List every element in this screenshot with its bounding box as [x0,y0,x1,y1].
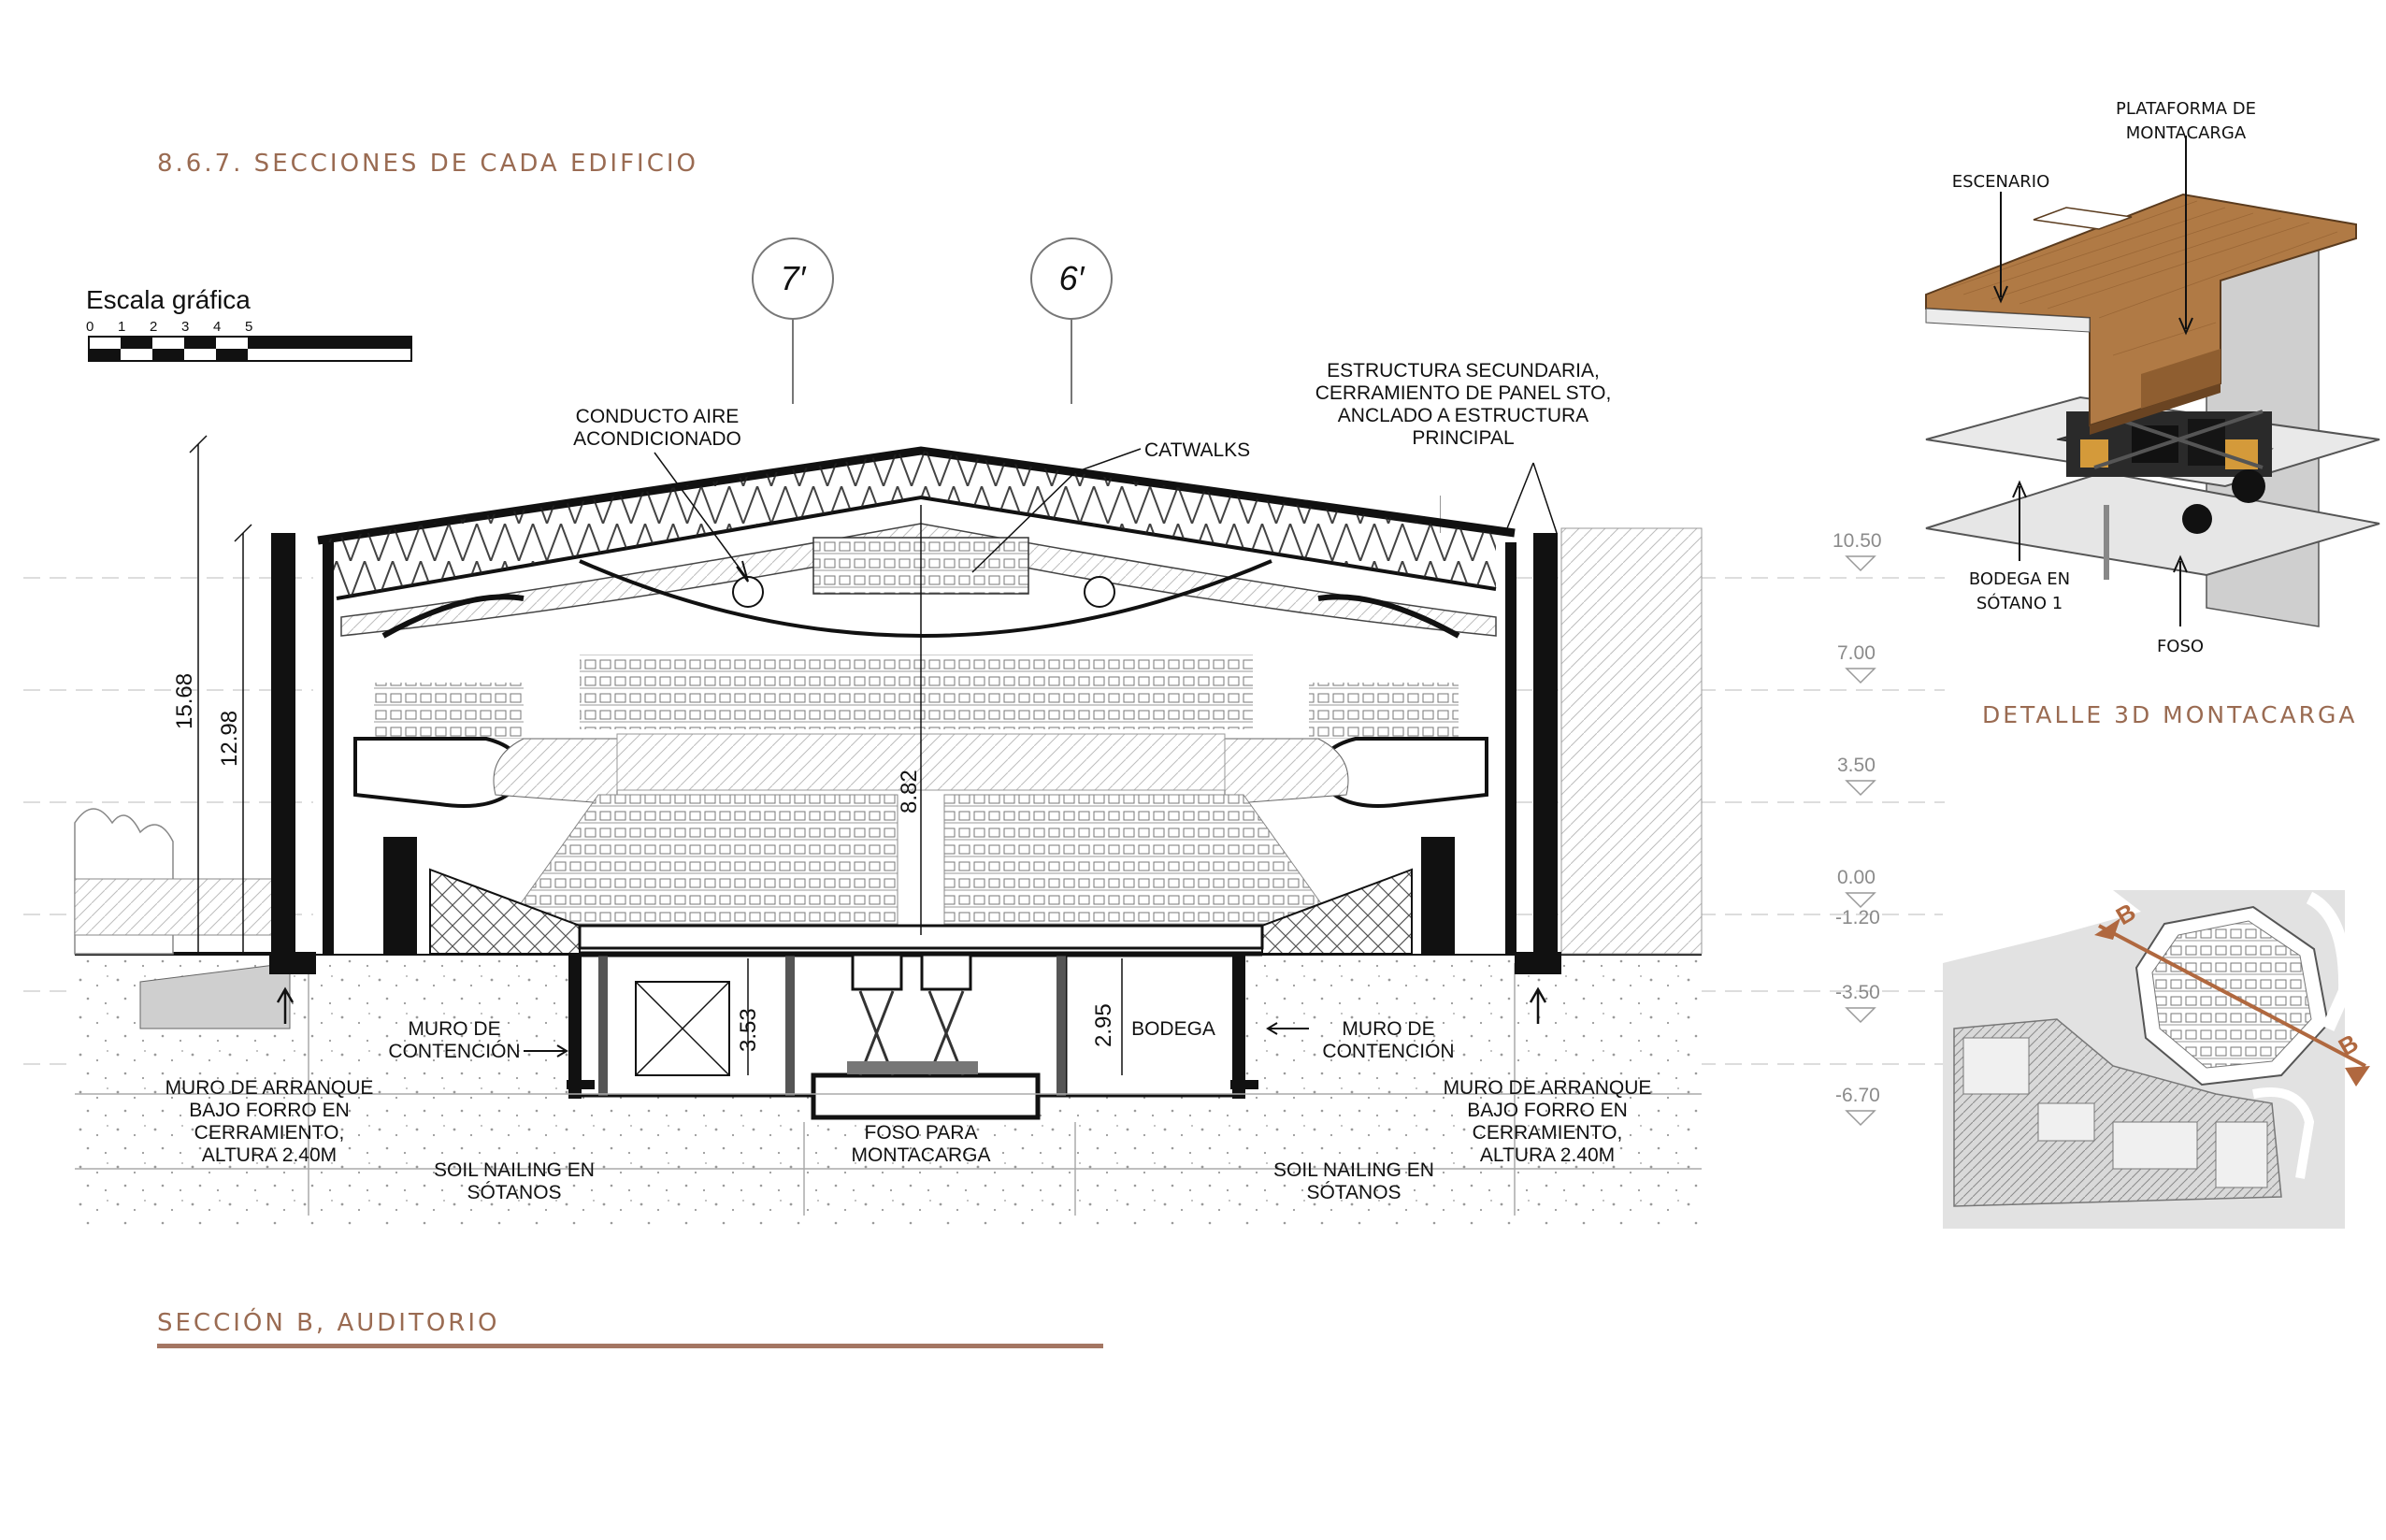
axis-label-7: 7′ [781,259,807,297]
section-caption: SECCIÓN B, AUDITORIO [157,1309,500,1337]
label-estructura-1: ESTRUCTURA SECUNDARIA, [1327,360,1600,381]
detail-label-foso: FOSO [2157,637,2204,656]
label-foso-1: FOSO PARA [865,1122,978,1144]
label-foso-2: MONTACARGA [852,1144,991,1166]
scale-tick-4: 4 [213,319,221,335]
section-labels: CONDUCTO AIRE ACONDICIONADO CATWALKS EST… [165,360,1652,1203]
page-title: 8.6.7. SECCIONES DE CADA EDIFICIO [157,150,698,178]
scale-tick-1: 1 [118,319,125,335]
scale-tick-3: 3 [181,319,189,335]
detail-label-escenario: ESCENARIO [1952,172,2050,192]
label-soil-right-1: SOIL NAILING EN [1273,1159,1434,1181]
level-minus-3-50: -3.50 [1835,982,1880,1003]
label-muro-right-2: CONTENCIÓN [1322,1041,1454,1062]
label-arranque-right-4: ALTURA 2.40M [1480,1144,1615,1166]
label-arranque-right-1: MURO DE ARRANQUE [1444,1077,1652,1099]
label-muro-left-1: MURO DE [408,1018,500,1040]
dim-total-height: 15.68 [172,673,197,729]
level-10-50: 10.50 [1833,530,1882,552]
label-soil-left-2: SÓTANOS [467,1182,561,1203]
level-minus-6-70: -6.70 [1835,1085,1880,1106]
graphic-scale: Escala gráfica 0 1 2 3 4 5 [86,285,412,362]
label-arranque-right-3: CERRAMIENTO, [1473,1122,1623,1144]
label-soil-right-2: SÓTANOS [1306,1182,1401,1203]
level-markers: 10.50 7.00 3.50 0.00 -1.20 -3.50 -6.70 [1833,530,1882,1127]
dim-interior-height: 8.82 [897,770,922,813]
dim-bodega: 2.95 [1091,1003,1116,1047]
dim-pit: 3.53 [736,1008,761,1052]
detail-label-plataforma-2: MONTACARGA [2126,123,2247,143]
scale-title: Escala gráfica [86,285,251,314]
grid-axis-7: 7′ [752,237,834,404]
label-conducto-1: CONDUCTO AIRE [576,406,740,427]
label-estructura-3: ANCLADO A ESTRUCTURA [1338,405,1588,426]
label-bodega: BODEGA [1131,1018,1215,1040]
caption-underline [157,1344,1103,1348]
grid-axis-6: 6′ [1030,237,1113,404]
label-arranque-left-2: BAJO FORRO EN [189,1100,350,1121]
label-arranque-left-3: CERRAMIENTO, [194,1122,345,1144]
level-0-00: 0.00 [1837,867,1876,888]
label-conducto-2: ACONDICIONADO [573,428,741,450]
level-7-00: 7.00 [1837,642,1876,664]
label-catwalks: CATWALKS [1144,439,1250,461]
label-arranque-left-4: ALTURA 2.40M [202,1144,337,1166]
detail-label-plataforma-1: PLATAFORMA DE [2116,99,2256,119]
dim-height-2: 12.98 [217,711,242,767]
level-3-50: 3.50 [1837,755,1876,776]
lift-mechanism [847,952,978,1076]
scale-tick-5: 5 [245,319,252,335]
detail-caption: DETALLE 3D MONTACARGA [1982,701,2358,728]
scale-tick-0: 0 [86,319,93,335]
dimension-lines [189,435,1123,1075]
label-estructura-2: CERRAMIENTO DE PANEL STO, [1315,382,1612,404]
label-estructura-4: PRINCIPAL [1412,427,1514,449]
axis-label-6: 6′ [1059,259,1085,297]
detail-label-bodega-1: BODEGA EN [1969,569,2070,589]
label-soil-left-1: SOIL NAILING EN [434,1159,595,1181]
label-arranque-right-2: BAJO FORRO EN [1467,1100,1628,1121]
lift-3d-detail: PLATAFORMA DE MONTACARGA ESCENARIO BODEG… [1925,99,2380,656]
level-minus-1-20: -1.20 [1835,907,1880,928]
scale-tick-2: 2 [150,319,157,335]
detail-label-bodega-2: SÓTANO 1 [1976,593,2063,613]
label-muro-right-1: MURO DE [1342,1018,1434,1040]
key-plan: B B [1943,890,2370,1229]
label-muro-left-2: CONTENCIÓN [388,1041,520,1062]
label-arranque-left-1: MURO DE ARRANQUE [165,1077,374,1099]
